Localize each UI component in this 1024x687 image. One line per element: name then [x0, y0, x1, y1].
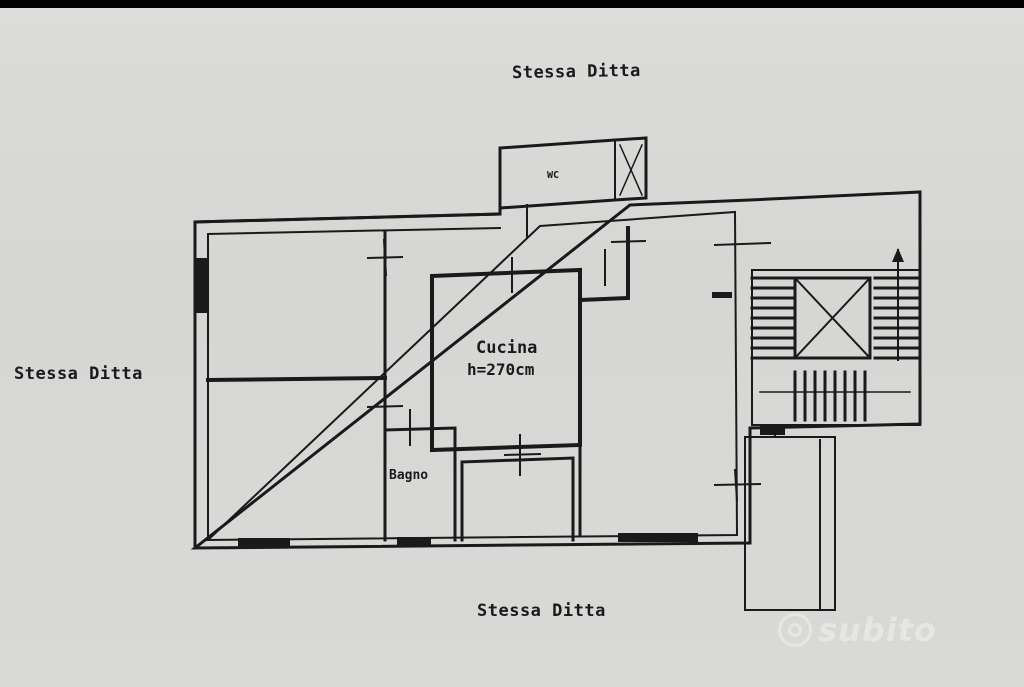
annex-walls	[744, 436, 836, 611]
wc-shaft-x2	[619, 144, 643, 196]
label-bottom-neighbor: Stessa Ditta	[477, 601, 606, 621]
room-label-bathroom: Bagno	[389, 468, 429, 483]
wc-walls	[498, 136, 648, 210]
kitchen-corner	[577, 226, 630, 303]
subito-logo-icon	[778, 613, 812, 647]
room-label-kitchen: Cucina	[476, 338, 538, 358]
elevator-shaft	[793, 276, 872, 360]
subito-watermark: subito	[778, 610, 978, 650]
room-height-label: h=270cm	[467, 360, 535, 379]
door-marks	[366, 238, 772, 502]
elevator-x2	[793, 276, 872, 360]
label-top-neighbor: Stessa Ditta	[511, 60, 641, 84]
corridor-walls	[460, 456, 575, 542]
label-left-neighbor: Stessa Ditta	[14, 364, 143, 384]
wall-bedroom-split	[205, 375, 388, 383]
bathroom-walls	[383, 426, 457, 542]
watermark-text: subito	[818, 611, 937, 649]
window-bottom-1	[238, 538, 290, 547]
window-bottom-2	[397, 537, 431, 545]
window-bottom-3	[618, 533, 698, 542]
outer-wall-inner-line	[205, 210, 739, 542]
window-left	[195, 258, 207, 313]
door-jamb	[712, 292, 732, 298]
outer-wall	[190, 190, 922, 550]
room-label-wc: WC	[547, 170, 560, 181]
stair-door-jamb	[760, 425, 785, 435]
arrow-up-icon	[892, 248, 904, 262]
outer-wall-top	[193, 212, 502, 224]
top-black-bar	[0, 0, 1024, 8]
stair-treads	[750, 276, 920, 422]
